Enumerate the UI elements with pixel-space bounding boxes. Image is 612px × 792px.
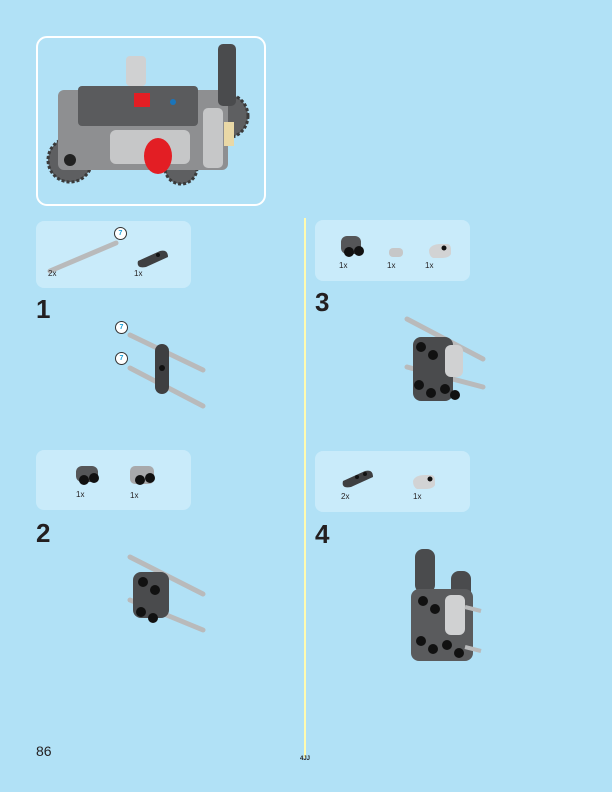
part-qty: 2x xyxy=(341,492,350,501)
part-qty: 1x xyxy=(134,269,143,278)
column-divider xyxy=(304,218,306,758)
length-callout: 7 xyxy=(114,227,127,240)
part-qty: 2x xyxy=(48,269,57,278)
step-3-assembly xyxy=(404,316,486,401)
cross-block-light-icon xyxy=(130,466,155,485)
completed-model-overview xyxy=(36,36,266,206)
step-3-parts-box: 1x 1x 1x xyxy=(315,220,470,281)
page-number: 86 xyxy=(36,743,52,759)
length-callout: 7 xyxy=(115,321,128,334)
step-1-parts-box: 7 2x 1x xyxy=(36,221,191,288)
cross-block-dark-icon xyxy=(341,236,364,257)
axle-icon xyxy=(47,240,119,274)
cross-block-dark-icon xyxy=(76,466,99,485)
step-number: 2 xyxy=(36,518,51,548)
part-qty: 1x xyxy=(425,261,434,270)
step-4-assembly xyxy=(411,549,482,661)
model-illustration xyxy=(46,44,250,186)
part-qty: 1x xyxy=(76,490,85,499)
step-number: 4 xyxy=(315,519,330,549)
step-2-assembly xyxy=(127,554,206,633)
page-code: 4JJ xyxy=(300,756,311,762)
axle-connector-icon xyxy=(389,248,403,257)
step-number: 3 xyxy=(315,287,330,317)
liftarm-thick-icon xyxy=(342,470,373,488)
part-qty: 1x xyxy=(413,492,422,501)
length-callout: 7 xyxy=(115,352,128,365)
part-qty: 1x xyxy=(339,261,348,270)
step-2-parts-box: 1x 1x xyxy=(36,450,191,510)
liftarm-icon xyxy=(137,250,168,268)
step-4-parts-box: 2x 1x xyxy=(315,451,470,512)
pin-connector-icon xyxy=(413,475,435,489)
part-qty: 1x xyxy=(130,491,139,500)
step-1-assembly xyxy=(127,332,206,409)
pin-connector-icon xyxy=(429,244,451,258)
part-qty: 1x xyxy=(387,261,396,270)
step-number: 1 xyxy=(36,294,51,324)
